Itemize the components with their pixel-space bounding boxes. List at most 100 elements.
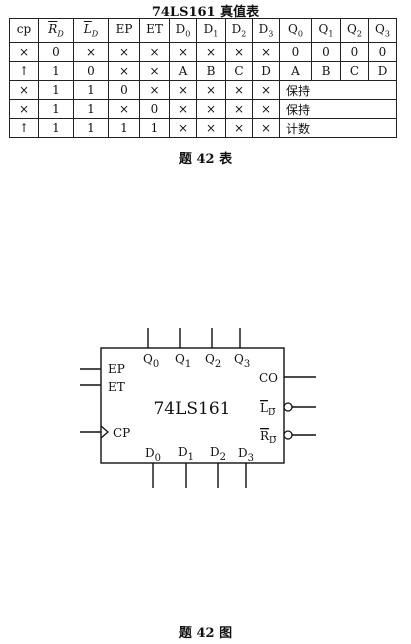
table-cell: 保持 bbox=[279, 80, 397, 100]
table-cell: × bbox=[9, 80, 39, 100]
table-cell: × bbox=[139, 80, 170, 100]
header-subscript: 3 bbox=[268, 29, 274, 39]
table-header-cell: RD bbox=[38, 18, 74, 43]
table-cell: 1 bbox=[73, 99, 109, 119]
table-header-cell: D1 bbox=[196, 18, 226, 43]
table-cell: × bbox=[169, 99, 197, 119]
table-header-cell: Q0 bbox=[279, 18, 312, 43]
table-cell: × bbox=[252, 42, 280, 62]
table-header-cell: LD bbox=[73, 18, 109, 43]
table-cell: C bbox=[340, 61, 369, 81]
table-cell: × bbox=[139, 42, 170, 62]
table-cell: × bbox=[225, 42, 253, 62]
header-subscript: D bbox=[57, 29, 64, 39]
table-cell: × bbox=[196, 80, 226, 100]
table-cell: × bbox=[108, 42, 140, 62]
table-header-cell: Q1 bbox=[311, 18, 341, 43]
counter-circuit-diagram: 74LS161 Q0 Q1 Q2 Q3 D0 D1 D2 D3 EP ET CP… bbox=[80, 328, 316, 488]
pin-label-co: CO bbox=[259, 371, 278, 385]
header-label: Q bbox=[375, 22, 385, 37]
pin-label-d2: D2 bbox=[210, 445, 226, 463]
table-cell: ↑ bbox=[9, 118, 39, 138]
header-subscript: D bbox=[91, 29, 99, 39]
table-cell: D bbox=[368, 61, 397, 81]
pin-label-d1: D1 bbox=[178, 445, 194, 463]
pin-label-q0: Q0 bbox=[143, 352, 159, 370]
header-label: Q bbox=[347, 22, 357, 37]
header-subscript: 2 bbox=[241, 29, 247, 39]
table-cell: × bbox=[139, 61, 170, 81]
table-cell: ↑ bbox=[9, 61, 39, 81]
table-cell: B bbox=[311, 61, 341, 81]
table-cell: 0 bbox=[73, 61, 109, 81]
table-cell: × bbox=[225, 99, 253, 119]
header-subscript: 3 bbox=[384, 29, 390, 39]
table-cell: 0 bbox=[340, 42, 369, 62]
table-cell: 0 bbox=[108, 80, 140, 100]
pin-label-ep: EP bbox=[108, 362, 125, 376]
table-cell: A bbox=[169, 61, 197, 81]
table-header-cell: cp bbox=[9, 18, 39, 43]
table-cell: A bbox=[279, 61, 312, 81]
table-cell: 1 bbox=[108, 118, 140, 138]
table-cell: × bbox=[196, 99, 226, 119]
header-label: ET bbox=[146, 22, 163, 37]
table-cell: 0 bbox=[311, 42, 341, 62]
table-cell: × bbox=[108, 99, 140, 119]
header-subscript: 0 bbox=[297, 29, 303, 39]
table-header-cell: D2 bbox=[225, 18, 253, 43]
table-header-cell: Q2 bbox=[340, 18, 369, 43]
table-caption: 题 42 表 bbox=[178, 152, 233, 167]
table-header-cell: EP bbox=[108, 18, 140, 43]
pin-label-rd: RD bbox=[260, 429, 276, 446]
header-subscript: 1 bbox=[328, 29, 334, 39]
table-cell: 计数 bbox=[279, 118, 397, 138]
header-label: D bbox=[258, 22, 269, 37]
table-title: 74LS161 真值表 bbox=[151, 5, 260, 20]
table-cell: 1 bbox=[38, 61, 74, 81]
table-header-cell: D3 bbox=[252, 18, 280, 43]
table-cell: 1 bbox=[73, 118, 109, 138]
pin-label-ld: LD bbox=[260, 401, 275, 418]
table-cell: 1 bbox=[73, 80, 109, 100]
table-cell: × bbox=[196, 118, 226, 138]
inversion-bubble-ld bbox=[283, 402, 293, 412]
table-header-cell: D0 bbox=[169, 18, 197, 43]
table-cell: B bbox=[196, 61, 226, 81]
table-cell: C bbox=[225, 61, 253, 81]
header-subscript: 2 bbox=[356, 29, 362, 39]
header-label: Q bbox=[318, 22, 329, 37]
pin-label-q2: Q2 bbox=[205, 352, 221, 370]
table-cell: × bbox=[196, 42, 226, 62]
header-label: EP bbox=[115, 22, 133, 37]
pin-label-q1: Q1 bbox=[175, 352, 191, 370]
table-cell: × bbox=[9, 42, 39, 62]
header-label: D bbox=[231, 22, 242, 37]
table-cell: × bbox=[225, 80, 253, 100]
header-label: L bbox=[83, 22, 92, 37]
table-cell: 1 bbox=[38, 80, 74, 100]
pin-label-cp: CP bbox=[113, 426, 130, 440]
header-subscript: 1 bbox=[213, 29, 219, 39]
figure-caption: 题 42 图 bbox=[178, 626, 233, 641]
table-cell: × bbox=[169, 118, 197, 138]
table-cell: × bbox=[225, 118, 253, 138]
inversion-bubble-rd bbox=[283, 430, 293, 440]
pin-label-d3: D3 bbox=[238, 446, 254, 464]
pin-label-et: ET bbox=[108, 380, 125, 394]
header-label: cp bbox=[16, 22, 32, 37]
header-label: R bbox=[48, 22, 58, 37]
header-label: D bbox=[203, 22, 214, 37]
chip-name-label: 74LS161 bbox=[153, 399, 230, 419]
table-cell: 1 bbox=[38, 99, 74, 119]
table-cell: 保持 bbox=[279, 99, 397, 119]
table-cell: 1 bbox=[38, 118, 74, 138]
table-cell: 0 bbox=[368, 42, 397, 62]
table-cell: × bbox=[252, 118, 280, 138]
